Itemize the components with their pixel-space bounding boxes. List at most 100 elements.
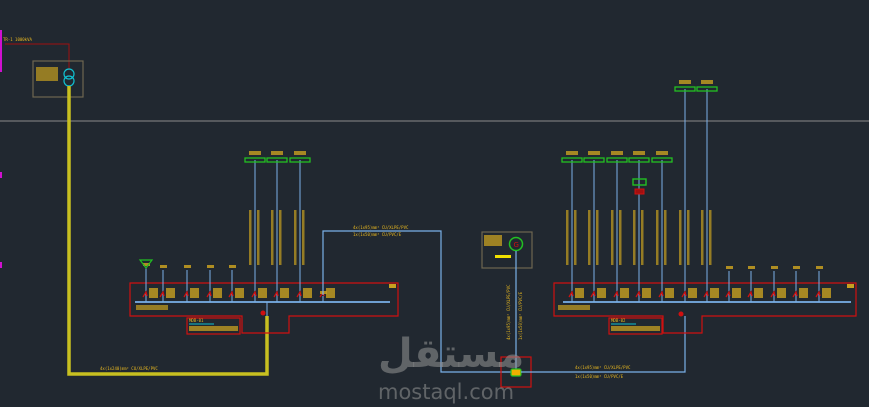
generator-cable-label-2: 1x(1x50)mm² CU/PVC/E [518, 291, 523, 340]
breaker-icon[interactable] [296, 290, 302, 298]
generator-box[interactable] [481, 231, 533, 269]
cable-label-block [611, 210, 614, 265]
breaker-rating-block [754, 288, 763, 298]
cable-label-block [701, 210, 704, 265]
panel-title-block [558, 305, 590, 310]
main-incoming-cable[interactable] [67, 86, 269, 376]
breaker-rating-block [280, 288, 289, 298]
breaker-rating-block [149, 288, 158, 298]
breaker-rating-block [575, 288, 584, 298]
load-label-block [249, 151, 261, 155]
note-text-block [189, 326, 238, 331]
ats-cable-label-2: 1x(1x50)mm² CU/PVC/E [575, 374, 624, 379]
feeder-label-block [726, 266, 733, 269]
breaker-rating-block [642, 288, 651, 298]
panel-title-block [136, 305, 168, 310]
transformer-text-block [36, 67, 58, 81]
cable-label-block [664, 210, 667, 265]
breaker-icon[interactable] [725, 290, 731, 298]
generator-text-block [484, 235, 502, 246]
watermark-latin: mostaql.com [378, 380, 515, 404]
breaker-rating-block [710, 288, 719, 298]
breaker-icon[interactable] [635, 290, 641, 298]
breaker-icon[interactable] [590, 290, 596, 298]
cable-label-block [249, 210, 252, 265]
load-label-block [701, 80, 713, 84]
breaker-rating-block [235, 288, 244, 298]
breaker-rating-block [777, 288, 786, 298]
breaker-rating-block [822, 288, 831, 298]
tie-cable-top-label: 4x(1x95)mm² CU/XLPE/PVC [353, 225, 409, 230]
transformer-box[interactable] [32, 60, 84, 98]
incomer-breaker-icon[interactable] [260, 310, 266, 316]
breaker-icon[interactable] [815, 290, 821, 298]
feeder-label-block [816, 266, 823, 269]
breaker-icon[interactable] [183, 290, 189, 298]
generator-symbol: G [514, 241, 519, 249]
feeder-label-block [184, 265, 191, 268]
breaker-rating-block [166, 288, 175, 298]
cable-label-block [574, 210, 577, 265]
meter-box-red [634, 188, 645, 195]
spare-feeder-triangle-icon [138, 259, 154, 269]
load-label-block [611, 151, 623, 155]
left-panel-outline[interactable] [129, 282, 399, 334]
breaker-icon[interactable] [142, 290, 148, 298]
breaker-icon[interactable] [159, 290, 165, 298]
tie-cable[interactable] [322, 230, 516, 373]
load-label-block [656, 151, 668, 155]
generator-cable-label: 4x(1x95)mm² CU/XLPE/PVC [506, 284, 511, 340]
ats-to-right-panel-cable[interactable] [521, 316, 686, 373]
breaker-rating-block [326, 288, 335, 298]
breaker-icon[interactable] [770, 290, 776, 298]
load-bar-icon [583, 157, 605, 163]
feeder-label-block [160, 265, 167, 268]
cable-label-block [257, 210, 260, 265]
cable-label-block [588, 210, 591, 265]
breaker-icon[interactable] [658, 290, 664, 298]
breaker-icon[interactable] [228, 290, 234, 298]
breaker-icon[interactable] [568, 290, 574, 298]
cable-label-block [619, 210, 622, 265]
breaker-icon[interactable] [703, 290, 709, 298]
load-label-block [633, 151, 645, 155]
breaker-icon[interactable] [792, 290, 798, 298]
cable-label-block [656, 210, 659, 265]
feeder-label-block [229, 265, 236, 268]
feeder-label-block [207, 265, 214, 268]
transformer-secondary-winding-icon [63, 75, 75, 87]
breaker-rating-block [213, 288, 222, 298]
cable-label-block [294, 210, 297, 265]
breaker-rating-block [620, 288, 629, 298]
load-bar-icon [606, 157, 628, 163]
breaker-icon[interactable] [206, 290, 212, 298]
breaker-icon[interactable] [273, 290, 279, 298]
feeder-label-block [748, 266, 755, 269]
load-label-block [588, 151, 600, 155]
right-panel-name: MDB-02 [611, 318, 626, 323]
breaker-rating-block [190, 288, 199, 298]
load-bar-icon [289, 157, 311, 163]
transformer-primary-winding-icon [63, 68, 75, 80]
cable-label-block [641, 210, 644, 265]
cable-label-block [633, 210, 636, 265]
breaker-icon[interactable] [681, 290, 687, 298]
breaker-icon[interactable] [613, 290, 619, 298]
cable-label-block [271, 210, 274, 265]
ats-cable-label: 4x(1x95)mm² CU/XLPE/PVC [575, 365, 631, 370]
breaker-icon[interactable] [747, 290, 753, 298]
left-feeders [142, 151, 335, 302]
breaker-rating-block [597, 288, 606, 298]
incomer-breaker-icon[interactable] [678, 311, 684, 317]
breaker-icon[interactable] [251, 290, 257, 298]
right-panel-note-box [608, 317, 663, 335]
right-panel-outline[interactable] [553, 282, 857, 334]
left-panel-name: MDB-01 [189, 318, 204, 323]
breaker-rating-block [303, 288, 312, 298]
breaker-rating-block [688, 288, 697, 298]
cable-label-block [687, 210, 690, 265]
cable-label-block [679, 210, 682, 265]
breaker-rating-block [732, 288, 741, 298]
